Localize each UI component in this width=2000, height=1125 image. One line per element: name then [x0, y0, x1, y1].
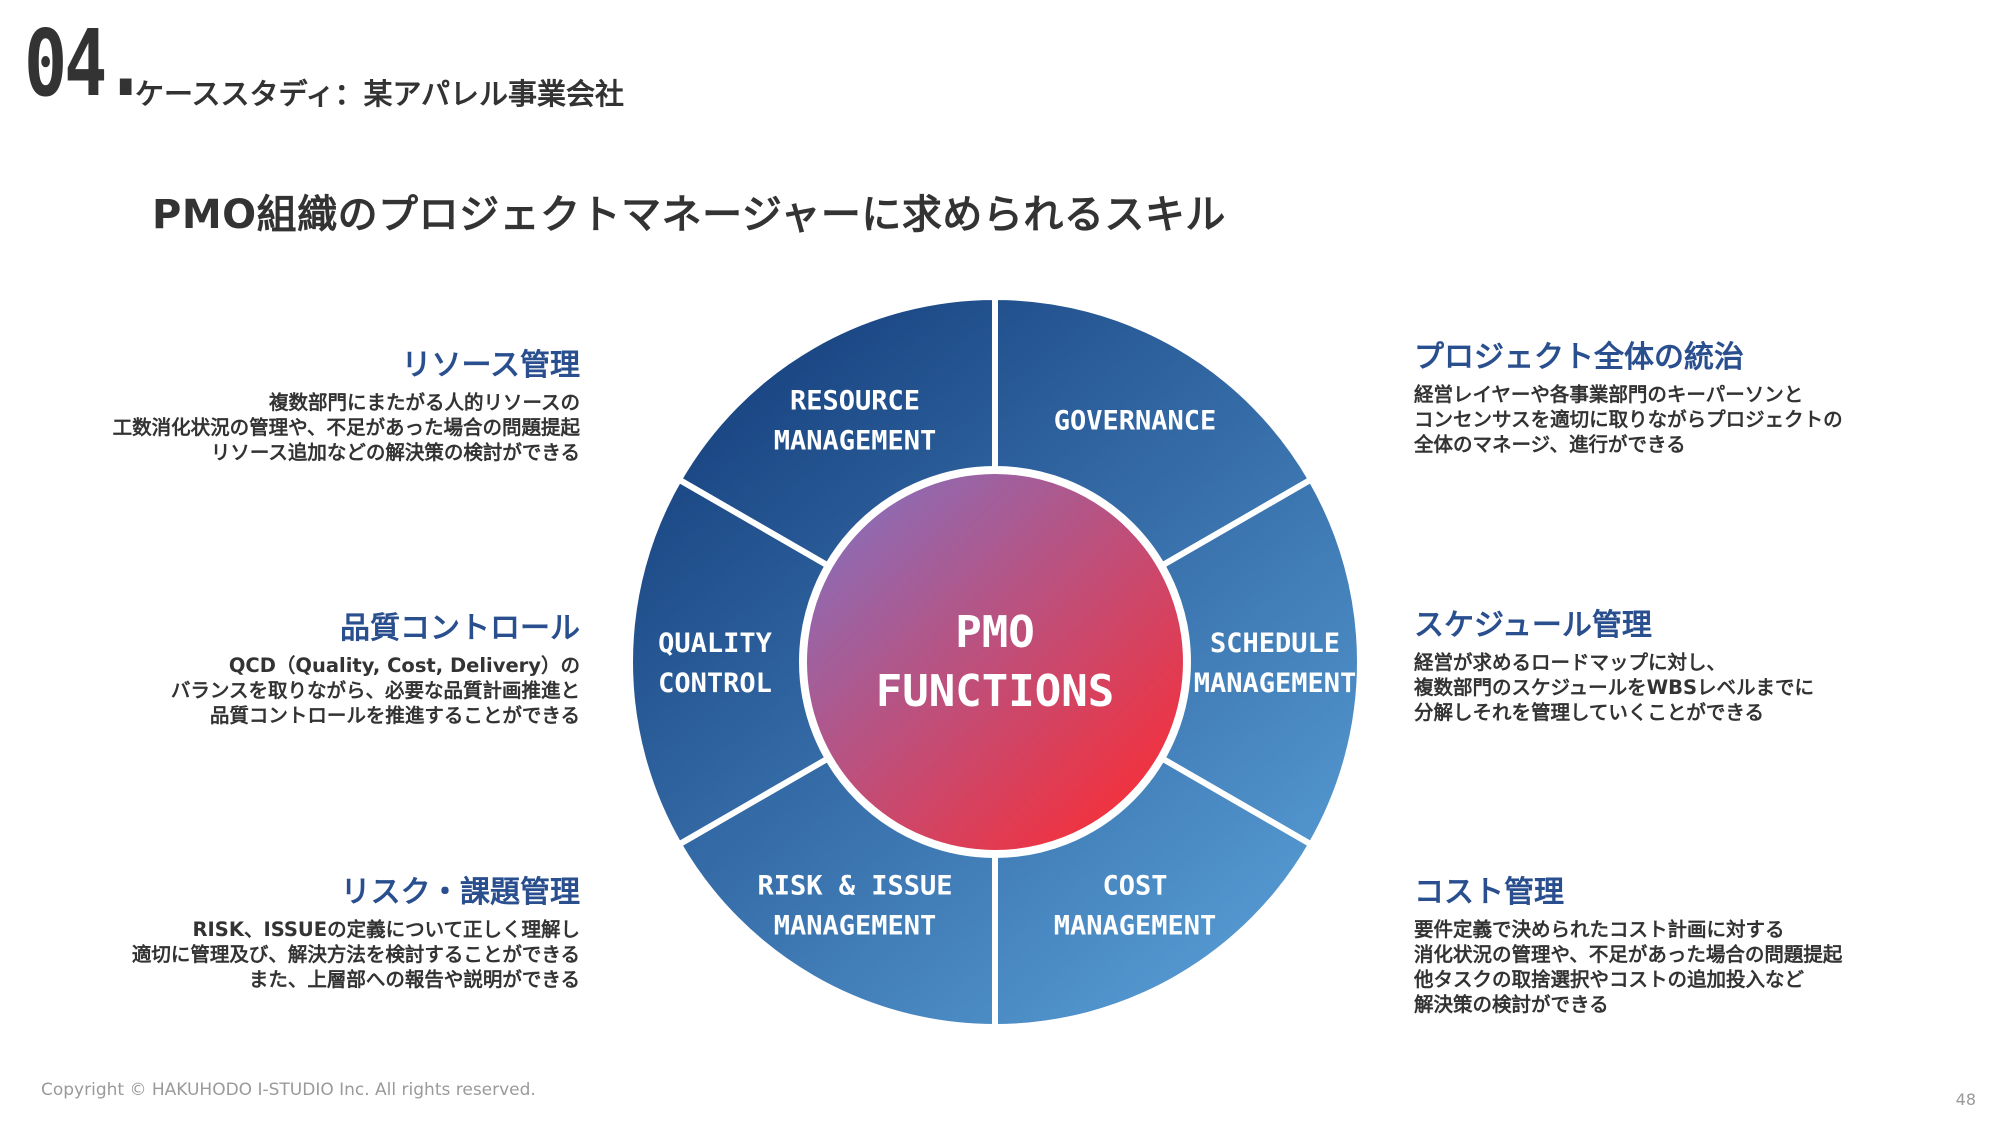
segment-resource-label-line2: MANAGEMENT — [774, 426, 937, 457]
center-label-line1: PMO — [955, 607, 1034, 658]
center-circle — [799, 466, 1191, 858]
segment-quality-label-line1: QUALITY — [658, 628, 773, 659]
segments-layer: GOVERNANCE SCHEDULE MANAGEMENT COST MANAGEME… — [627, 293, 1363, 1031]
block-quality-text: QCD（Quality, Cost, Delivery）の バランスを取りながら… — [170, 654, 580, 727]
section-title: ケーススタディ：某アパレル事業会社 — [135, 77, 624, 111]
block-resource-title: リソース管理 — [401, 348, 581, 383]
block-governance-title: プロジェクト全体の統治 — [1414, 340, 1744, 375]
segment-resource-label-line1: RESOURCE — [790, 386, 920, 417]
block-schedule: スケジュール管理 経営が求めるロードマップに対し、 複数部門のスケジュールをWB… — [1414, 600, 1974, 725]
block-governance: プロジェクト全体の統治 経営レイヤーや各事業部門のキーパーソンと コンセンサスを… — [1414, 332, 1974, 457]
segment-cost-label-line2: MANAGEMENT — [1054, 910, 1217, 941]
segment-governance-label-line1: GOVERNANCE — [1054, 406, 1217, 437]
section-number: 04. — [24, 10, 147, 117]
block-risk-text: RISK、ISSUEの定義について正しく理解し 適切に管理及び、解決方法を検討す… — [131, 918, 580, 991]
segment-risk-label-line1: RISK & ISSUE — [757, 870, 952, 901]
segment-schedule-label-line2: MANAGEMENT — [1194, 668, 1357, 699]
block-cost-text: 要件定義で決められたコスト計画に対する 消化状況の管理や、不足があった場合の問題… — [1414, 918, 1843, 1016]
block-quality-title: 品質コントロール — [340, 611, 580, 646]
segment-quality-label-line2: CONTROL — [658, 668, 772, 699]
segment-cost-label-line1: COST — [1102, 870, 1167, 901]
block-resource: リソース管理 複数部門にまたがる人的リソースの 工数消化状況の管理や、不足があっ… — [20, 340, 580, 465]
block-schedule-title: スケジュール管理 — [1414, 608, 1652, 643]
copyright: Copyright © HAKUHODO I-STUDIO Inc. All r… — [41, 1080, 536, 1100]
block-resource-text: 複数部門にまたがる人的リソースの 工数消化状況の管理や、不足があった場合の問題提… — [112, 391, 580, 464]
segment-risk-label-line2: MANAGEMENT — [774, 910, 937, 941]
block-risk: リスク・課題管理 RISK、ISSUEの定義について正しく理解し 適切に管理及び… — [20, 867, 580, 992]
block-risk-title: リスク・課題管理 — [340, 875, 580, 910]
block-quality: 品質コントロール QCD（Quality, Cost, Delivery）の バ… — [20, 603, 580, 728]
page-number: 48 — [1955, 1090, 1976, 1109]
block-cost-title: コスト管理 — [1414, 875, 1564, 910]
segment-schedule-label-line1: SCHEDULE — [1210, 628, 1340, 659]
block-schedule-text: 経営が求めるロードマップに対し、 複数部門のスケジュールをWBSレベルまでに 分… — [1414, 651, 1815, 724]
block-governance-text: 経営レイヤーや各事業部門のキーパーソンと コンセンサスを適切に取りながらプロジェ… — [1414, 383, 1843, 456]
center-label-line2: FUNCTIONS — [876, 666, 1114, 717]
block-cost: コスト管理 要件定義で決められたコスト計画に対する 消化状況の管理や、不足があっ… — [1414, 867, 1974, 1017]
page-heading: PMO組織のプロジェクトマネージャーに求められるスキル — [152, 192, 1226, 238]
